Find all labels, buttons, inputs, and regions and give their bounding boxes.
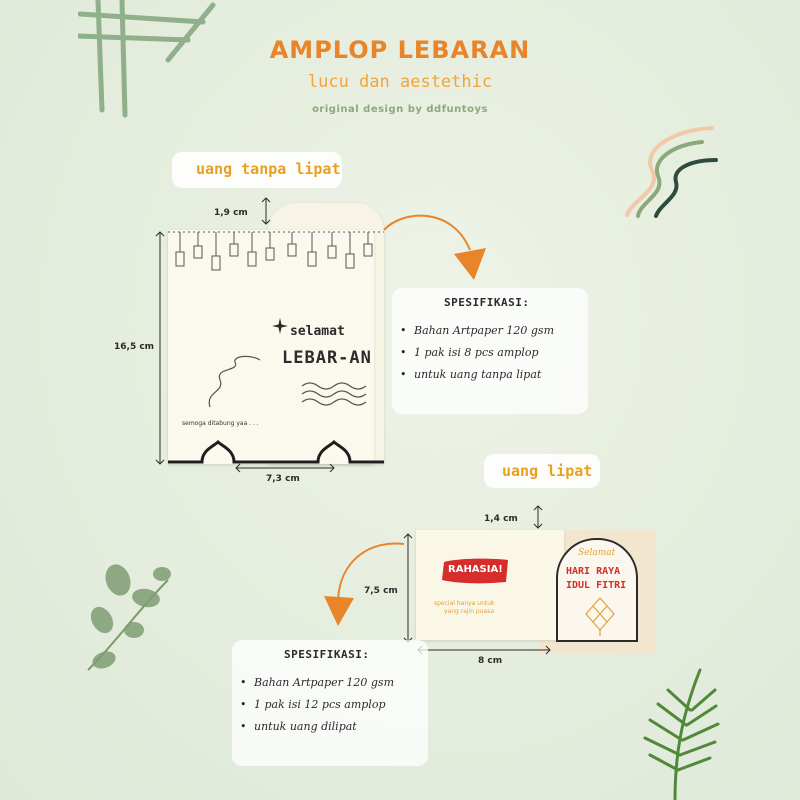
spec1-item: •1 pak isi 8 pcs amplop [400, 346, 539, 359]
grid-lines-decoration [78, 0, 216, 118]
badge-text: RAHASIA! [448, 564, 503, 575]
envelope2-arch [556, 538, 638, 642]
fern-decoration [643, 668, 720, 800]
page-subtitle: lucu dan aestethic [307, 72, 493, 92]
envelope2-headline-line2: IDUL FITRI [566, 580, 627, 591]
envelope2-headline-line1: HARI RAYA [566, 566, 621, 577]
lantern-garland-illustration [168, 231, 384, 271]
envelope2-note-line1: special hanya untuk [434, 600, 495, 607]
red-brush-badge [442, 558, 508, 584]
dim-width-1: 7,3 cm [266, 474, 300, 484]
envelope2-greeting: Selamat [578, 548, 616, 558]
page-title: AMPLOP LEBARAN [269, 36, 531, 64]
dim-height-1: 16,5 cm [114, 342, 155, 352]
specs1-title: SPESIFIKASI: [444, 296, 530, 309]
mosque-silhouette-illustration [168, 440, 384, 464]
specs2-brush [232, 640, 428, 766]
envelope1-body [168, 230, 374, 464]
envelope2-body [416, 530, 564, 640]
specs1-brush [392, 288, 588, 414]
envelope1-headline: LEBAR-AN [282, 348, 372, 368]
dim-width-2: 8 cm [478, 656, 503, 666]
dim-flap-1: 1,9 cm [214, 208, 248, 218]
sparkle-icon [272, 318, 288, 334]
dimension-lines-2 [403, 505, 551, 655]
specs1-list: •Bahan Artpaper 120 gsm •1 pak isi 8 pcs… [400, 324, 554, 390]
design-credit: original design by ddfuntoys [312, 104, 488, 115]
product1-label: uang tanpa lipat [196, 160, 341, 178]
leaf-branch-decoration [87, 564, 171, 671]
arrow-2-illustration [324, 542, 405, 626]
squiggle-illustration [208, 355, 261, 408]
label-brush-1 [172, 152, 342, 188]
envelope2-note-line2: yang rajin puasa [444, 608, 495, 615]
dim-flap-2: 1,4 cm [484, 514, 518, 524]
ketupat-illustration [585, 597, 615, 636]
spec2-item: •Bahan Artpaper 120 gsm [240, 676, 395, 689]
envelope1-footnote: semoga ditabung yaa . . . [182, 420, 259, 427]
dimension-lines-1 [155, 197, 335, 473]
product2-label: uang lipat [502, 462, 593, 480]
dim-height-2: 7,5 cm [364, 586, 398, 596]
specs2-title: SPESIFIKASI: [284, 648, 370, 661]
spec1-item: •untuk uang tanpa lipat [400, 368, 542, 381]
spec2-item: •1 pak isi 12 pcs amplop [240, 698, 386, 711]
spec2-item: •untuk uang dilipat [240, 720, 357, 733]
specs2-list: •Bahan Artpaper 120 gsm •1 pak isi 12 pc… [240, 676, 394, 742]
envelope1-greeting: selamat [290, 324, 345, 339]
wave-lines-decoration [625, 126, 718, 218]
spec1-item: •Bahan Artpaper 120 gsm [400, 324, 555, 337]
waves-illustration [301, 382, 367, 406]
label-brush-2 [484, 454, 600, 488]
arrow-1-illustration [383, 214, 486, 280]
